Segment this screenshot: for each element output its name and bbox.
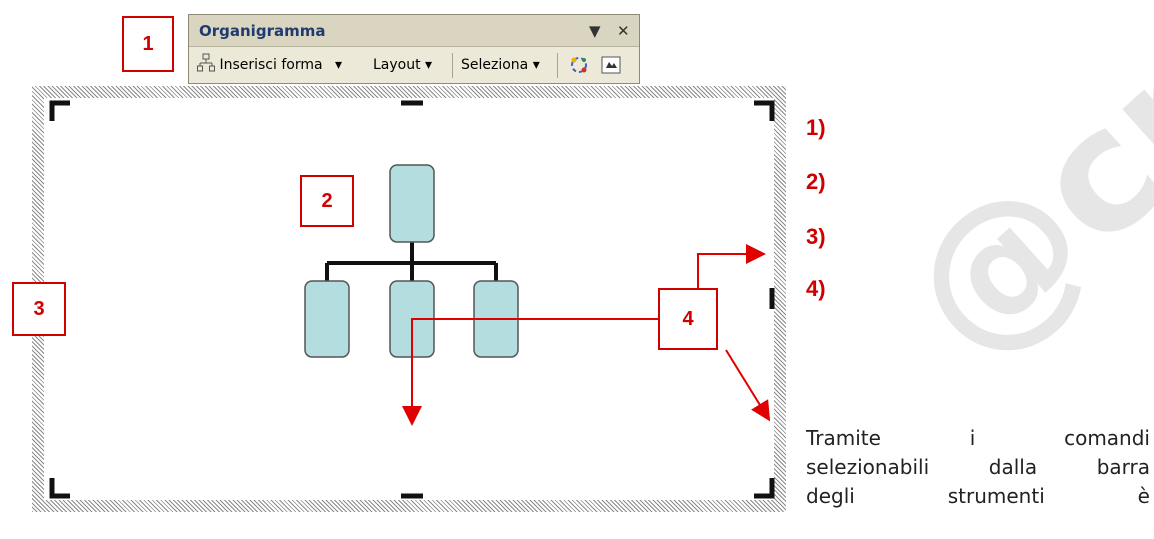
toolbar-row: Inserisci forma ▾ Layout ▾ Seleziona ▾ bbox=[189, 47, 639, 84]
autoformat-icon[interactable] bbox=[567, 53, 593, 79]
layout-label: Layout bbox=[373, 57, 421, 73]
org-chart-icon bbox=[197, 53, 215, 72]
side-list-item-2: 2) bbox=[806, 169, 826, 194]
callout-box-4: 4 bbox=[658, 288, 718, 350]
side-list-item-1: 1) bbox=[806, 115, 826, 140]
crop-handle-bottom-right bbox=[754, 478, 775, 499]
toolbar-menu-icon[interactable]: ▼ bbox=[589, 22, 601, 40]
paragraph-line: degli strumenti è bbox=[806, 484, 1150, 508]
connector-lines bbox=[325, 242, 498, 282]
toolbar-title: Organigramma bbox=[189, 15, 639, 47]
side-list-item-4: 4) bbox=[806, 276, 826, 301]
callout-4-arrows bbox=[402, 244, 771, 426]
arrow-to-diagram bbox=[402, 318, 658, 426]
description-paragraph: Tramite i comandi selezionabili dalla ba… bbox=[806, 424, 1150, 511]
layout-dropdown-icon: ▾ bbox=[425, 57, 433, 73]
insert-shape-dropdown-icon[interactable]: ▾ bbox=[335, 57, 343, 73]
callout-box-1: 1 bbox=[122, 16, 174, 72]
select-label: Seleziona bbox=[461, 57, 529, 73]
side-list-item-3: 3) bbox=[806, 224, 826, 249]
org-chart-toolbar: Organigramma ▼ ✕ Inserisci forma ▾ Layou… bbox=[188, 14, 640, 84]
select-button[interactable]: Seleziona ▾ bbox=[461, 47, 540, 84]
callout-box-3: 3 bbox=[12, 282, 66, 336]
org-box-left bbox=[304, 280, 350, 358]
arrow-to-bottom-right bbox=[725, 349, 771, 422]
callout-box-2: 2 bbox=[300, 175, 354, 227]
crop-handle-top-left bbox=[49, 100, 70, 121]
crop-handle-bottom-left bbox=[49, 478, 70, 499]
toolbar-close-icon[interactable]: ✕ bbox=[617, 22, 630, 40]
toolbar-separator bbox=[452, 53, 453, 78]
toolbar-separator bbox=[557, 53, 558, 78]
arrow-to-right-handle bbox=[697, 244, 766, 288]
paragraph-line: Tramite i comandi bbox=[806, 426, 1150, 450]
org-chart-diagram[interactable] bbox=[304, 164, 519, 358]
fit-text-icon[interactable] bbox=[599, 53, 625, 79]
crop-handles[interactable] bbox=[49, 100, 775, 499]
layout-button[interactable]: Layout ▾ bbox=[373, 47, 432, 84]
select-dropdown-icon: ▾ bbox=[532, 57, 540, 73]
insert-shape-button[interactable]: Inserisci forma ▾ bbox=[197, 47, 342, 84]
org-box-top bbox=[389, 164, 435, 243]
paragraph-line: selezionabili dalla barra bbox=[806, 455, 1150, 479]
crop-handle-top-right bbox=[754, 100, 775, 121]
insert-shape-label: Inserisci forma bbox=[219, 57, 323, 73]
